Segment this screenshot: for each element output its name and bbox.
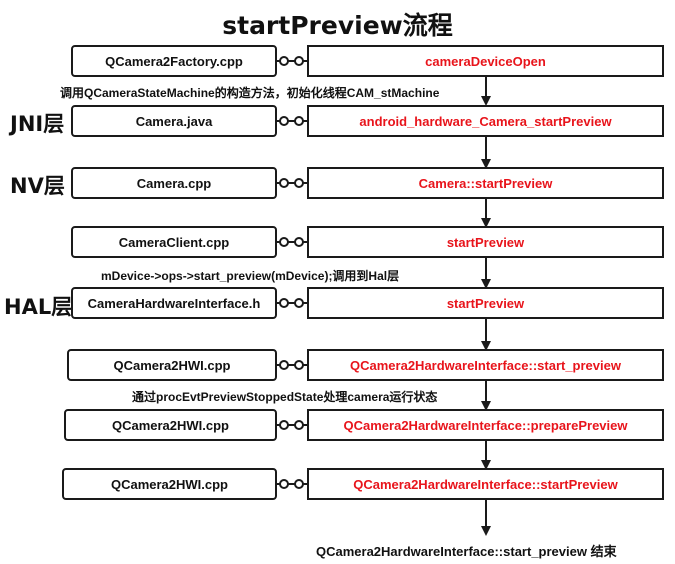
- source-file-box-4: CameraClient.cpp: [71, 226, 277, 258]
- link-connector-1: [277, 56, 307, 66]
- function-box-3: Camera::startPreview: [307, 167, 664, 199]
- link-connector-7: [277, 420, 307, 430]
- layer-label-nv: NV层: [10, 174, 65, 198]
- link-connector-8: [277, 479, 307, 489]
- function-box-1: cameraDeviceOpen: [307, 45, 664, 77]
- function-box-2: android_hardware_Camera_startPreview: [307, 105, 664, 137]
- link-connector-2: [277, 116, 307, 126]
- source-file-box-5: CameraHardwareInterface.h: [71, 287, 277, 319]
- link-connector-5: [277, 298, 307, 308]
- function-box-4: startPreview: [307, 226, 664, 258]
- function-box-5: startPreview: [307, 287, 664, 319]
- note-hal-call: mDevice->ops->start_preview(mDevice);调用到…: [101, 269, 400, 283]
- note-proc-evt: 通过procEvtPreviewStoppedState处理camera运行状态: [132, 390, 438, 404]
- layer-label-jni: JNI层: [10, 112, 65, 136]
- link-connector-3: [277, 178, 307, 188]
- link-connector-4: [277, 237, 307, 247]
- function-box-8: QCamera2HardwareInterface::startPreview: [307, 468, 664, 500]
- link-connectors: [277, 56, 307, 489]
- source-file-box-3: Camera.cpp: [71, 167, 277, 199]
- layer-label-hal: HAL层: [4, 295, 73, 319]
- link-connector-6: [277, 360, 307, 370]
- source-file-box-7: QCamera2HWI.cpp: [64, 409, 277, 441]
- source-file-box-8: QCamera2HWI.cpp: [62, 468, 277, 500]
- function-box-7: QCamera2HardwareInterface::preparePrevie…: [307, 409, 664, 441]
- note-state-machine: 调用QCameraStateMachine的构造方法，初始化线程CAM_stMa…: [60, 86, 440, 100]
- function-box-6: QCamera2HardwareInterface::start_preview: [307, 349, 664, 381]
- source-file-box-6: QCamera2HWI.cpp: [67, 349, 277, 381]
- source-file-box-1: QCamera2Factory.cpp: [71, 45, 277, 77]
- diagram-title: startPreview流程: [222, 11, 453, 40]
- flow-end-label: QCamera2HardwareInterface::start_preview…: [316, 544, 617, 559]
- source-file-box-2: Camera.java: [71, 105, 277, 137]
